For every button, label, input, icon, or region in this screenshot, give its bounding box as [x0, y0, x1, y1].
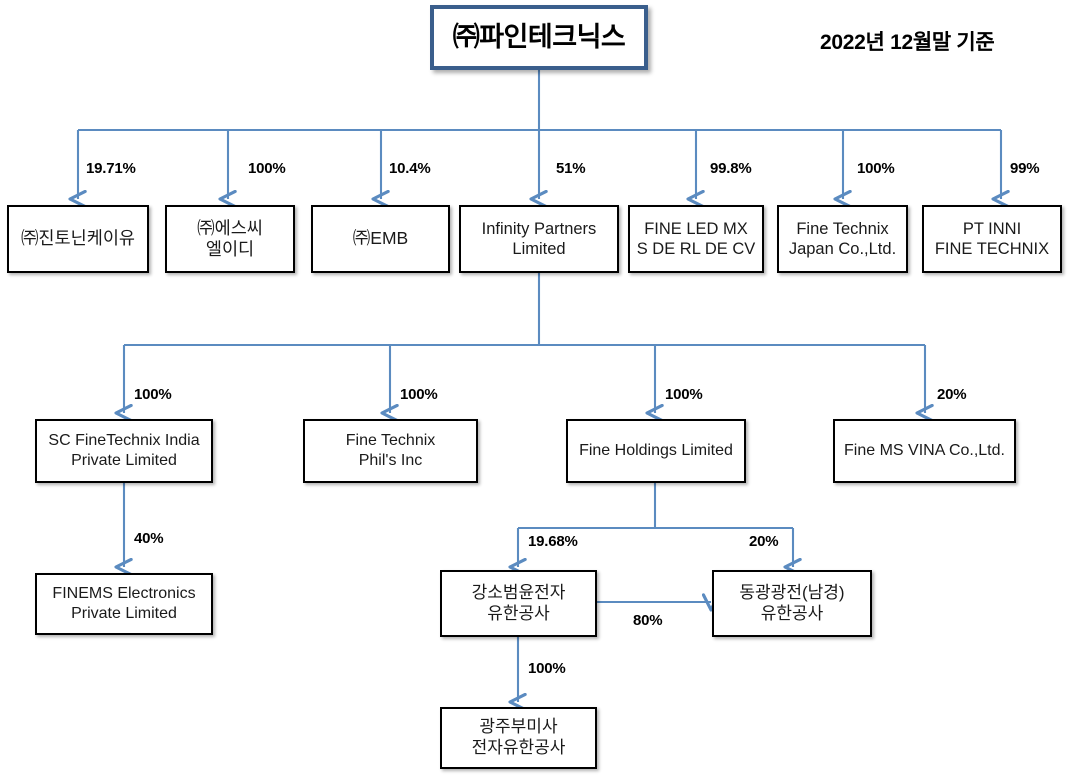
node-label: Fine Technix Japan Co.,Ltd. [788, 219, 897, 258]
node-sc-led[interactable]: ㈜에스씨 엘이디 [165, 205, 295, 273]
node-finems-electronics[interactable]: FINEMS Electronics Private Limited [35, 573, 213, 635]
pct-label-l2-3: 100% [665, 386, 703, 403]
pct-label-l2-4: 20% [937, 386, 967, 403]
node-fine-ms-vina[interactable]: Fine MS VINA Co.,Ltd. [833, 419, 1016, 483]
pct-label-l1-3: 10.4% [389, 160, 431, 177]
pct-label-l1-5: 99.8% [710, 160, 752, 177]
node-fine-holdings-limited[interactable]: Fine Holdings Limited [566, 419, 746, 483]
node-label: Fine MS VINA Co.,Ltd. [844, 442, 1005, 460]
node-label: ㈜진토닌케이유 [20, 228, 136, 249]
node-sc-finetechnix-india[interactable]: SC FineTechnix India Private Limited [35, 419, 213, 483]
node-label: ㈜에스씨 엘이디 [197, 217, 263, 259]
pct-label-l2-2: 100% [400, 386, 438, 403]
pct-label-l4-1: 100% [528, 660, 566, 677]
node-infinity-partners-limited[interactable]: Infinity Partners Limited [459, 205, 619, 273]
node-gwangju-bumisa-electronics[interactable]: 광주부미사 전자유한공사 [440, 707, 597, 769]
node-label: Infinity Partners Limited [481, 219, 597, 258]
pct-label-l1-1: 19.71% [86, 160, 136, 177]
node-label: 강소범윤전자 유한공사 [471, 582, 566, 623]
pct-label-l3-3: 20% [749, 533, 779, 550]
pct-label-l1-7: 99% [1010, 160, 1040, 177]
pct-label-l1-4: 51% [556, 160, 586, 177]
node-jiangsu-beomyun-electronics[interactable]: 강소범윤전자 유한공사 [440, 570, 597, 637]
pct-label-cross-link-80: 80% [633, 612, 663, 629]
node-dongguang-nanjing[interactable]: 동광광전(남경) 유한공사 [712, 570, 872, 637]
node-emb[interactable]: ㈜EMB [311, 205, 450, 273]
pct-label-l3-2: 19.68% [528, 533, 578, 550]
node-label: PT INNI FINE TECHNIX [934, 219, 1050, 258]
node-jintonin-keiyu[interactable]: ㈜진토닌케이유 [7, 205, 149, 273]
node-label: ㈜파인테크닉스 [452, 22, 626, 53]
pct-label-l3-1: 40% [134, 530, 164, 547]
node-label: 동광광전(남경) 유한공사 [739, 582, 845, 623]
node-fine-technix-japan[interactable]: Fine Technix Japan Co.,Ltd. [777, 205, 908, 273]
node-label: SC FineTechnix India Private Limited [48, 432, 200, 469]
node-fine-technix-phils[interactable]: Fine Technix Phil's Inc [303, 419, 478, 483]
node-root-finetechnix[interactable]: ㈜파인테크닉스 [430, 5, 648, 70]
pct-label-l1-2: 100% [248, 160, 286, 177]
node-label: ㈜EMB [352, 228, 409, 249]
node-label: Fine Technix Phil's Inc [345, 432, 436, 469]
node-fine-led-mx[interactable]: FINE LED MX S DE RL DE CV [628, 205, 764, 273]
node-label: Fine Holdings Limited [579, 442, 733, 460]
node-label: FINEMS Electronics Private Limited [52, 585, 196, 622]
as-of-date-note: 2022년 12월말 기준 [820, 31, 995, 54]
node-pt-inni-fine-technix[interactable]: PT INNI FINE TECHNIX [922, 205, 1062, 273]
pct-label-l1-6: 100% [857, 160, 895, 177]
pct-label-l2-1: 100% [134, 386, 172, 403]
node-label: FINE LED MX S DE RL DE CV [636, 219, 756, 258]
node-label: 광주부미사 전자유한공사 [471, 717, 566, 757]
